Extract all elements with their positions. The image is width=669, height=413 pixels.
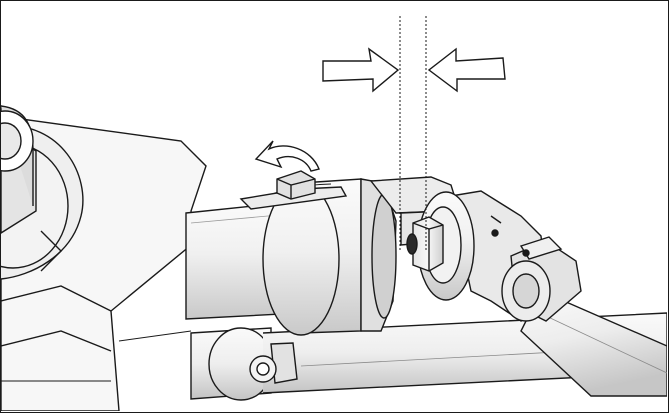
right-push-arrow [427, 47, 506, 93]
clamp-bracket [501, 236, 582, 322]
gap-guides [399, 16, 427, 251]
lower-fitting [249, 342, 298, 384]
machine-housing [1, 105, 207, 411]
left-push-arrow [322, 47, 400, 93]
rotate-arrow [254, 140, 320, 172]
tie-rod [520, 290, 667, 397]
clamp-sleeve [260, 178, 397, 336]
adjuster-nut [406, 216, 444, 272]
lock-screw [239, 170, 348, 210]
